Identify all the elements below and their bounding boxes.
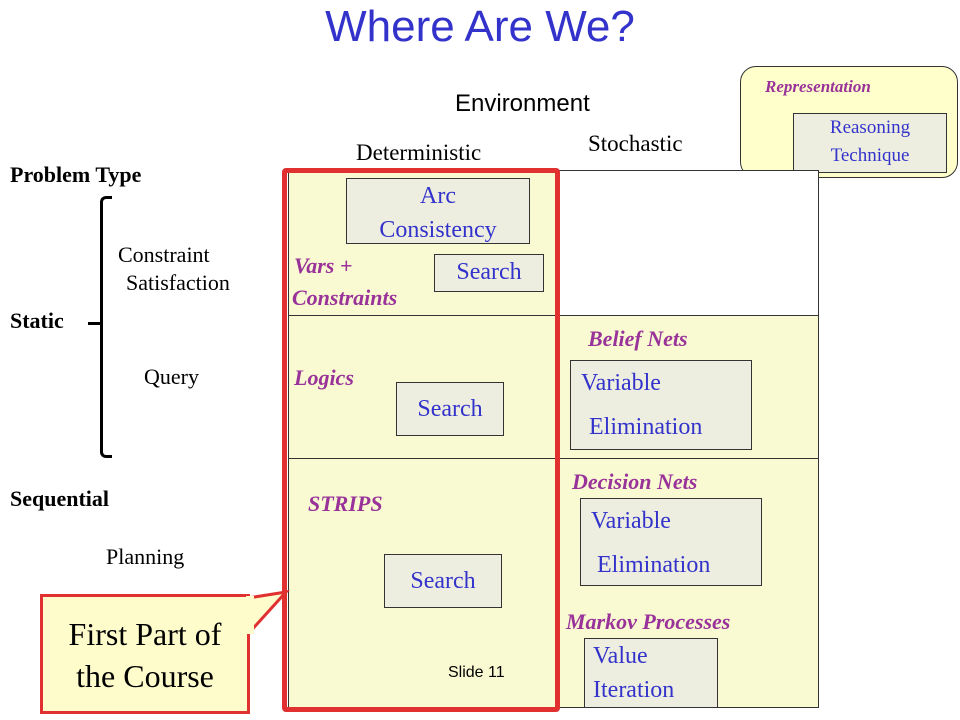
ve-belief-box: Variable Elimination xyxy=(570,360,752,450)
row-static: Static xyxy=(10,308,64,333)
callout-pointer-mask xyxy=(246,596,254,634)
arc-consistency-line1: Arc xyxy=(420,183,456,209)
environment-label: Environment xyxy=(455,90,590,117)
cell-csp-stochastic xyxy=(556,170,819,316)
ve-decision-line1: Variable xyxy=(591,508,671,534)
value-iteration-box: Value Iteration xyxy=(584,638,718,708)
search-csp-box: Search xyxy=(434,254,544,292)
search-logic-box: Search xyxy=(396,382,504,436)
decision-nets-label: Decision Nets xyxy=(572,469,698,494)
slide-number: Slide 11 xyxy=(448,664,505,681)
legend-box: Representation Reasoning Technique xyxy=(740,66,958,178)
search-planning-box: Search xyxy=(384,554,502,608)
ve-belief-line1: Variable xyxy=(581,370,661,396)
row-constraint: Constraint xyxy=(118,242,210,267)
ve-decision-box: Variable Elimination xyxy=(580,498,762,586)
arc-consistency-line2: Consistency xyxy=(379,217,497,243)
strips-label: STRIPS xyxy=(308,491,383,516)
vars-line1: Vars + xyxy=(294,253,353,278)
row-sequential: Sequential xyxy=(10,486,110,511)
arc-consistency-box: Arc Consistency xyxy=(346,178,530,244)
static-brace xyxy=(100,196,112,458)
first-part-callout: First Part of the Course xyxy=(40,594,250,714)
ve-decision-line2: Elimination xyxy=(597,552,711,578)
row-planning: Planning xyxy=(106,544,185,569)
legend-technique-line2: Technique xyxy=(830,145,910,166)
slide-title: Where Are We? xyxy=(325,2,635,51)
ve-belief-line2: Elimination xyxy=(589,414,703,440)
row-problem-type: Problem Type xyxy=(10,162,142,187)
legend-reasoning-technique: Reasoning Technique xyxy=(793,113,947,173)
legend-technique-line1: Reasoning xyxy=(829,117,911,138)
row-satisfaction: Satisfaction xyxy=(126,270,230,295)
callout-line2: the Course xyxy=(76,658,214,694)
value-iteration-line2: Iteration xyxy=(593,677,675,703)
brace-tip xyxy=(88,322,102,325)
column-stochastic: Stochastic xyxy=(588,131,683,156)
logics-label: Logics xyxy=(294,365,354,390)
vars-line2: Constraints xyxy=(292,285,398,310)
first-part-highlight xyxy=(282,168,560,712)
row-query: Query xyxy=(144,364,199,389)
value-iteration-line1: Value xyxy=(593,643,648,669)
belief-nets-label: Belief Nets xyxy=(588,326,688,351)
column-deterministic: Deterministic xyxy=(356,140,482,165)
legend-representation: Representation xyxy=(765,77,871,96)
markov-processes-label: Markov Processes xyxy=(566,609,731,634)
callout-line1: First Part of xyxy=(68,616,222,652)
